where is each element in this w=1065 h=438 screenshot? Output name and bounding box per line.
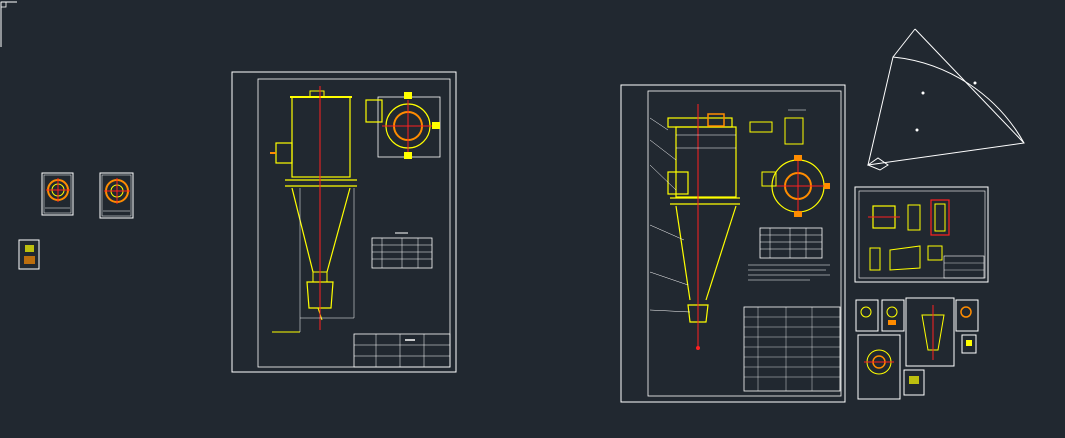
cyclone-assembly-sheet-b[interactable] [620, 84, 846, 403]
title-block [353, 333, 451, 368]
bill-of-materials [743, 306, 841, 392]
thumb-sheet-2[interactable] [99, 172, 134, 219]
cyclone-elevation-view [649, 104, 740, 350]
thumb-sheet-3[interactable] [18, 239, 40, 270]
parts-table [759, 227, 823, 259]
cone-development-sheet[interactable] [866, 28, 1025, 171]
cyclone-elevation-view [270, 86, 357, 333]
cyclone-plan-view [365, 92, 441, 159]
technical-notes [748, 264, 830, 281]
inlet-parts-sheet[interactable] [854, 186, 989, 283]
cyclone-assembly-sheet-a[interactable] [231, 71, 457, 373]
small-detail-sheets[interactable] [855, 297, 979, 400]
detail-views [749, 109, 806, 145]
cyclone-plan-view [761, 155, 830, 217]
parts-table [371, 232, 433, 269]
thumb-sheet-1[interactable] [41, 172, 74, 216]
